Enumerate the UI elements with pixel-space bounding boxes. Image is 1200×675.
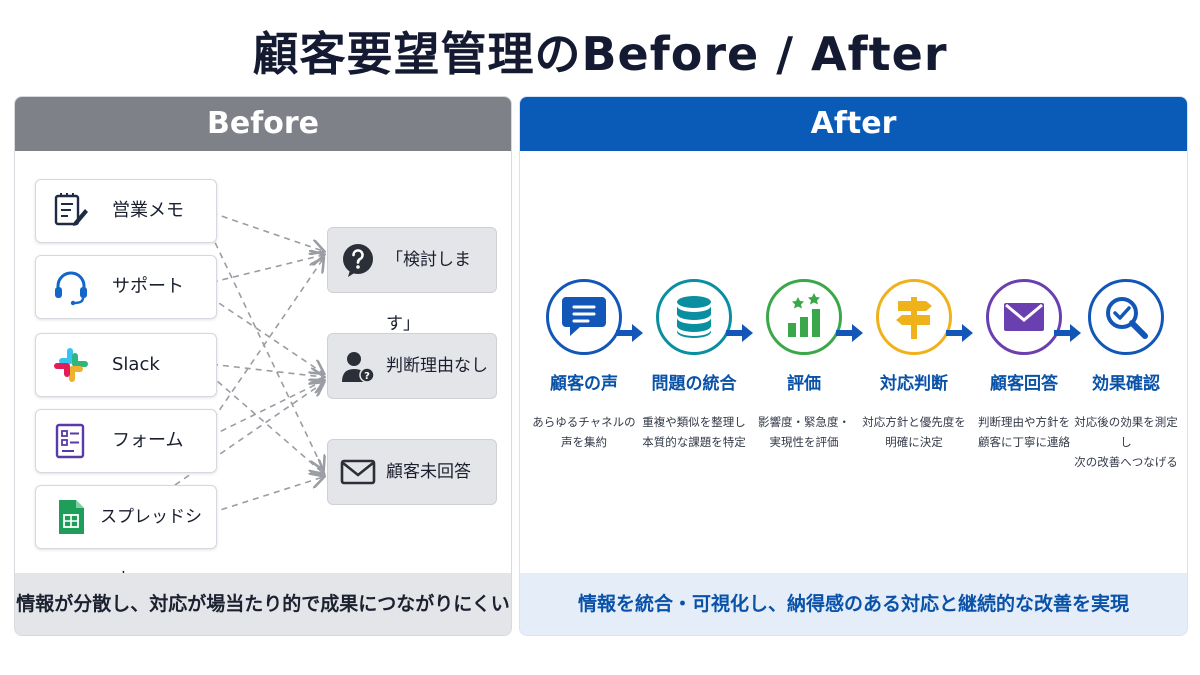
step-circle — [656, 279, 732, 355]
envelope-icon — [1004, 303, 1044, 331]
step-name: 問題の統合 — [651, 374, 737, 394]
question-bubble-icon — [343, 244, 373, 277]
step-desc: 重複や類似を整理し本質的な課題を特定 — [642, 415, 746, 449]
result-no-reason: ? 判断理由なし — [327, 333, 497, 399]
step-customer-voice: 顧客の声 あらゆるチャネルの声を集約 — [530, 279, 638, 452]
flow-arrow-icon — [726, 324, 753, 342]
bar-chart-stars-icon — [788, 293, 820, 337]
step-evaluation: 評価 影響度・緊急度・実現性を評価 — [750, 279, 858, 452]
flow-arrow-icon — [1054, 324, 1081, 342]
person-question-icon: ? — [342, 352, 375, 383]
scattered-arrows — [174, 208, 511, 514]
before-footer: 情報が分散し、対応が場当たり的で成果につながりにくい — [15, 573, 511, 635]
after-body — [520, 151, 1187, 573]
step-effect-check: 効果確認 対応後の効果を測定し次の改善へつなげる — [1072, 279, 1180, 472]
before-body: 営業メモ サポート Slack — [15, 151, 511, 589]
signpost-icon — [896, 297, 932, 339]
step-desc: 影響度・緊急度・実現性を評価 — [758, 415, 850, 449]
svg-text:?: ? — [364, 371, 370, 382]
chat-bubble-icon — [562, 297, 606, 336]
form-checklist-icon — [55, 423, 85, 459]
slack-logo-icon — [54, 348, 88, 382]
result-unanswered: 顧客未回答 — [327, 439, 497, 505]
step-problem-integration: 問題の統合 重複や類似を整理し本質的な課題を特定 — [640, 279, 748, 452]
flow-arrow-icon — [946, 324, 973, 342]
step-desc: 対応方針と優先度を明確に決定 — [862, 415, 966, 449]
result-label: 顧客未回答 — [386, 462, 471, 482]
before-panel: Before — [14, 96, 512, 636]
step-desc: 判断理由や方針を顧客に丁寧に連絡 — [978, 415, 1070, 449]
note-pencil-icon — [54, 193, 88, 226]
headset-icon — [55, 271, 87, 306]
step-circle — [766, 279, 842, 355]
after-footer: 情報を統合・可視化し、納得感のある対応と継続的な改善を実現 — [520, 573, 1187, 635]
flow-arrow-icon — [616, 324, 643, 342]
page-title: 顧客要望管理のBefore / After — [252, 27, 948, 81]
result-label: 「検討します」 — [386, 250, 471, 334]
source-sales-memo: 営業メモ — [35, 179, 217, 243]
envelope-icon — [340, 459, 376, 485]
step-desc: 対応後の効果を測定し次の改善へつなげる — [1074, 415, 1178, 469]
result-label: 判断理由なし — [386, 356, 488, 376]
source-label: フォーム — [112, 430, 184, 451]
database-icon — [677, 296, 711, 338]
spreadsheet-icon — [59, 500, 84, 534]
flow-arrow-icon — [836, 324, 863, 342]
before-heading: Before — [15, 97, 511, 151]
step-customer-reply: 顧客回答 判断理由や方針を顧客に丁寧に連絡 — [970, 279, 1078, 452]
source-support: サポート — [35, 255, 217, 319]
step-circle — [1088, 279, 1164, 355]
source-slack: Slack — [35, 333, 217, 397]
step-desc: あらゆるチャネルの声を集約 — [532, 415, 636, 449]
source-form: フォーム — [35, 409, 217, 473]
step-name: 評価 — [787, 374, 821, 394]
after-panel: After 顧客の声 あらゆるチャネルの声を集約 問題の統合 重複や類似を整理し… — [519, 96, 1188, 636]
source-label: 営業メモ — [112, 200, 184, 221]
step-name: 対応判断 — [880, 374, 948, 394]
after-heading: After — [520, 97, 1187, 151]
step-name: 顧客の声 — [550, 374, 618, 394]
step-name: 顧客回答 — [990, 374, 1058, 394]
source-spreadsheet: スプレッドシート — [35, 485, 217, 589]
magnifier-check-icon — [1106, 297, 1148, 339]
step-decision: 対応判断 対応方針と優先度を明確に決定 — [860, 279, 968, 452]
source-label: Slack — [112, 354, 160, 375]
step-circle — [546, 279, 622, 355]
step-circle — [876, 279, 952, 355]
step-circle — [986, 279, 1062, 355]
source-label: サポート — [112, 276, 184, 297]
step-name: 効果確認 — [1092, 374, 1160, 394]
result-will-consider: 「検討します」 — [327, 227, 497, 334]
